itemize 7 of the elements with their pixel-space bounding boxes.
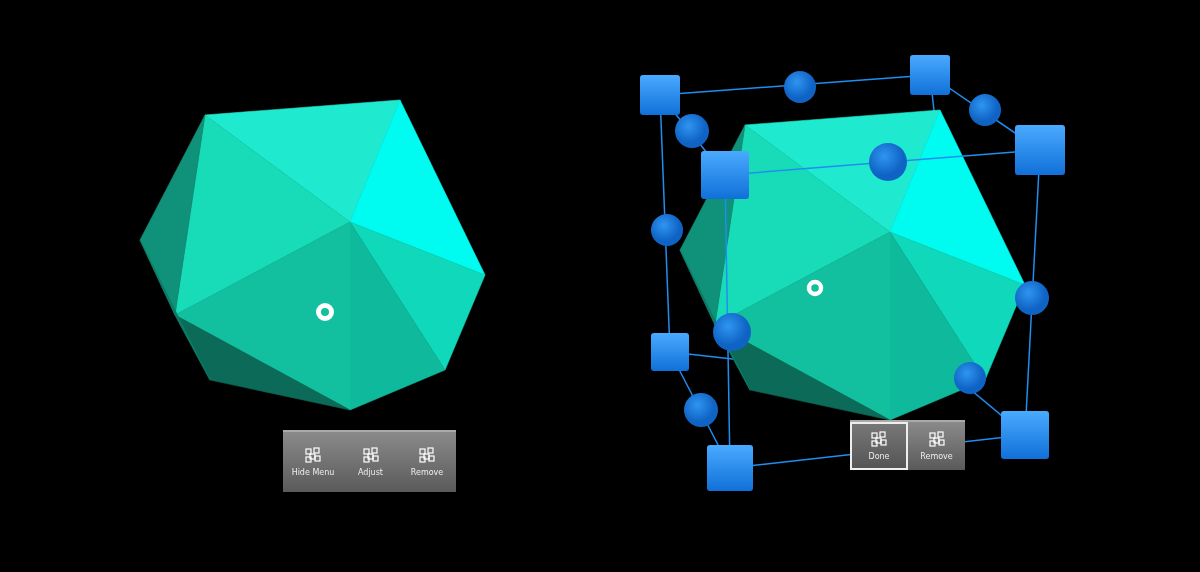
app-bar: [283, 430, 456, 492]
app-bar: [850, 420, 965, 470]
menu-button: Remove: [398, 432, 456, 492]
menu-button: Hide Menu: [283, 432, 343, 492]
menu-button: Adjust: [343, 432, 398, 492]
menu-button: Remove: [908, 422, 965, 470]
menu-button: Done: [850, 422, 908, 470]
